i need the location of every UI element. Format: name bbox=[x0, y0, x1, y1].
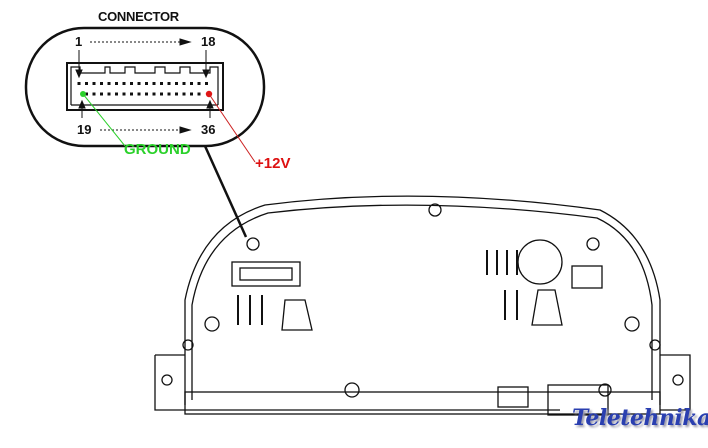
pin bbox=[100, 82, 103, 85]
pin bbox=[130, 82, 133, 85]
pin bbox=[197, 82, 201, 85]
pin-label-36: 36 bbox=[201, 122, 216, 137]
ground-lead bbox=[82, 93, 126, 147]
pin bbox=[190, 82, 193, 85]
pin bbox=[85, 92, 88, 96]
pin bbox=[107, 82, 111, 85]
pin bbox=[92, 92, 96, 96]
connector-callout bbox=[24, 26, 266, 148]
pin bbox=[152, 82, 156, 85]
power-label: +12V bbox=[255, 155, 291, 172]
pin bbox=[100, 92, 103, 96]
pin bbox=[182, 82, 186, 85]
pin bbox=[137, 92, 141, 96]
connector-title: CONNECTOR bbox=[98, 9, 179, 24]
pin bbox=[122, 92, 126, 96]
pin bbox=[130, 92, 133, 96]
pin bbox=[115, 92, 118, 96]
pin-label-19: 19 bbox=[77, 122, 92, 137]
pin-label-18: 18 bbox=[201, 34, 216, 49]
vent-slots bbox=[237, 250, 518, 325]
pin bbox=[77, 82, 81, 85]
pin bbox=[85, 82, 88, 85]
ground-label: GROUND bbox=[124, 141, 191, 158]
pin bbox=[122, 82, 126, 85]
watermark-logo: Teletehnika bbox=[572, 405, 708, 431]
pin bbox=[197, 92, 201, 96]
pin bbox=[182, 92, 186, 96]
pin bbox=[145, 92, 148, 96]
pin bbox=[92, 82, 96, 85]
pin-label-1: 1 bbox=[75, 34, 83, 49]
pin bbox=[167, 82, 171, 85]
pin bbox=[175, 92, 178, 96]
pin bbox=[152, 92, 156, 96]
pin bbox=[107, 92, 111, 96]
callout-leader bbox=[203, 145, 248, 238]
connector-body bbox=[66, 62, 224, 111]
pin-row-top bbox=[77, 82, 208, 85]
instrument-cluster bbox=[154, 195, 691, 416]
pin bbox=[160, 82, 163, 85]
pin bbox=[175, 82, 178, 85]
pin bbox=[205, 82, 208, 85]
pin bbox=[190, 92, 193, 96]
pin bbox=[167, 92, 171, 96]
pin bbox=[137, 82, 141, 85]
power-lead bbox=[208, 93, 256, 163]
pin bbox=[145, 82, 148, 85]
pin-row-bottom bbox=[85, 92, 201, 96]
pin bbox=[115, 82, 118, 85]
pin bbox=[160, 92, 163, 96]
pin-arrows bbox=[75, 38, 214, 134]
